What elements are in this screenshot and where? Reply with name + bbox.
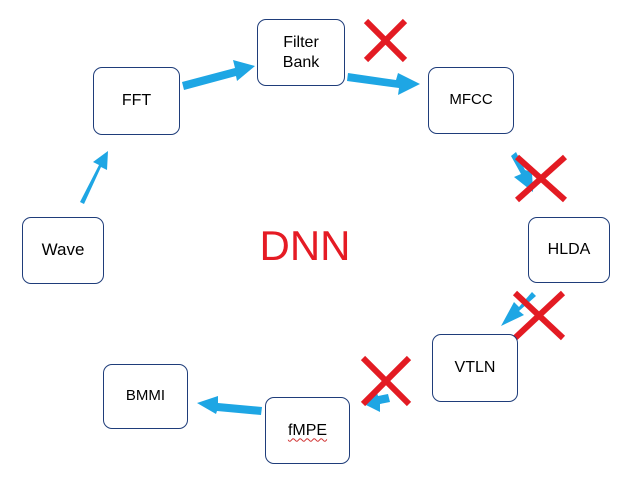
node-label: VTLN — [454, 359, 496, 377]
arrow-vtln-to-fmpe — [362, 389, 390, 412]
cross-out-icon — [363, 18, 408, 63]
node-wave: Wave — [22, 217, 104, 284]
node-fft: FFT — [93, 67, 180, 135]
node-bmmi: BMMI — [103, 364, 188, 429]
node-vtln: VTLN — [432, 334, 518, 402]
node-mfcc: MFCC — [428, 67, 514, 134]
node-label: Wave — [41, 240, 85, 260]
node-label: HLDA — [547, 241, 591, 259]
arrow-mfcc-to-hlda — [511, 152, 533, 192]
node-label: Filter Bank — [282, 33, 320, 71]
node-label: BMMI — [125, 387, 166, 405]
node-label: FFT — [121, 92, 152, 110]
node-filter-bank: Filter Bank — [257, 19, 345, 86]
cross-out-icon — [512, 290, 566, 341]
cross-out-icon — [360, 355, 412, 407]
center-title: DNN — [259, 222, 351, 269]
arrow-wave-to-fft — [80, 151, 108, 204]
cross-out-icon — [514, 154, 568, 203]
arrow-fft-to-filter-bank — [182, 60, 255, 90]
arrow-filter-bank-to-mfcc — [347, 73, 420, 95]
arrow-fmpe-to-bmmi — [197, 396, 262, 415]
node-label: fMPE — [287, 421, 328, 439]
node-hlda: HLDA — [528, 217, 610, 283]
node-fmpe: fMPE — [265, 397, 350, 464]
node-label: MFCC — [449, 91, 493, 109]
